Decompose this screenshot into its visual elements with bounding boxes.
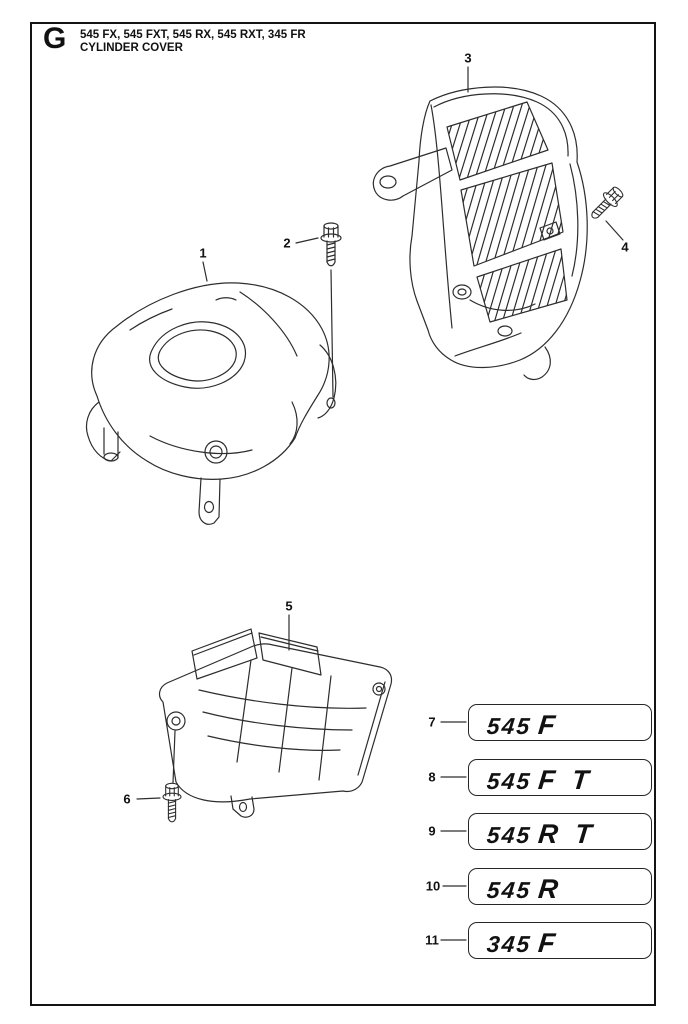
decal-text: 545 F xyxy=(485,707,574,745)
leader-lines xyxy=(136,66,624,941)
page-border-frame xyxy=(30,22,656,1006)
callout-11: 11 xyxy=(425,932,439,948)
callout-6: 6 xyxy=(123,791,131,807)
decal-model-suffix: T xyxy=(573,819,594,849)
decal-model-prefix: 545 xyxy=(485,822,533,848)
decal-model-letter: F xyxy=(536,710,557,740)
decal-model-letter: F xyxy=(536,765,557,795)
part-screw-6 xyxy=(162,730,182,823)
decal-model-letter: R xyxy=(536,874,560,904)
part-screw-2 xyxy=(320,222,342,398)
page-title: 545 FX, 545 FXT, 545 RX, 545 RXT, 345 FR xyxy=(80,29,306,41)
callout-10: 10 xyxy=(425,878,441,894)
decal-model-prefix: 545 xyxy=(485,768,533,794)
header-text-block: 545 FX, 545 FXT, 545 RX, 545 RXT, 345 FR… xyxy=(80,29,306,55)
callout-9: 9 xyxy=(428,823,436,839)
callout-7: 7 xyxy=(428,714,436,730)
decal-sticker-7: 545 F xyxy=(468,704,652,741)
decal-model-prefix: 345 xyxy=(485,931,533,957)
vent-hatch-lower xyxy=(477,249,567,322)
page-subtitle: CYLINDER COVER xyxy=(80,42,183,54)
callout-5: 5 xyxy=(285,598,293,614)
section-letter: G xyxy=(43,22,67,55)
decal-text: 545 R xyxy=(485,871,577,909)
decal-sticker-10: 545 R xyxy=(468,868,652,905)
vent-hatch-middle xyxy=(461,163,563,266)
part-bottom-plate xyxy=(158,628,393,818)
decal-model-letter: F xyxy=(536,928,557,958)
callout-2: 2 xyxy=(283,235,291,251)
callout-8: 8 xyxy=(428,769,436,785)
decal-model-prefix: 545 xyxy=(485,877,533,903)
callout-4: 4 xyxy=(621,239,629,255)
decal-sticker-11: 345 F xyxy=(468,922,652,959)
decal-model-prefix: 545 xyxy=(485,713,533,739)
decal-sticker-9: 545 R T xyxy=(468,813,652,850)
decal-text: 545 F T xyxy=(485,762,590,800)
part-screw-4 xyxy=(585,183,627,225)
vent-hatch-upper xyxy=(447,102,548,180)
decal-text: 545 R T xyxy=(485,816,593,854)
callout-3: 3 xyxy=(464,50,472,66)
decal-model-letter: R xyxy=(536,819,560,849)
decal-model-suffix: T xyxy=(570,765,591,795)
decal-sticker-8: 545 F T xyxy=(468,759,652,796)
part-cylinder-cover xyxy=(85,282,337,525)
part-vented-cover xyxy=(372,86,588,381)
callout-1: 1 xyxy=(199,245,207,261)
decal-text: 345 F xyxy=(485,925,574,963)
